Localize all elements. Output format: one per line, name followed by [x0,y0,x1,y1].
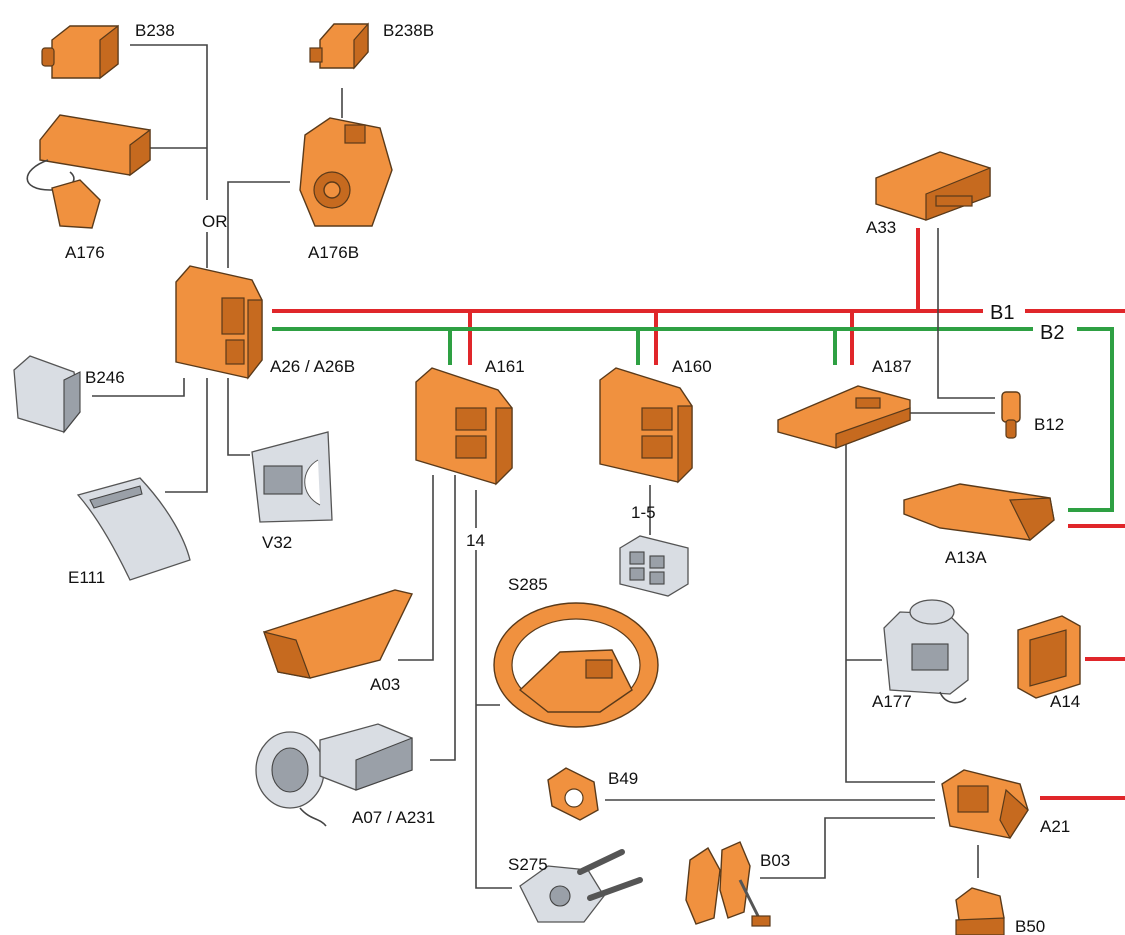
component-a14[interactable] [1018,616,1080,698]
component-a176b[interactable] [300,118,392,226]
label-a21: A21 [1040,817,1070,836]
component-b03[interactable] [686,842,770,926]
label-a161: A161 [485,357,525,376]
component-b50[interactable] [956,888,1004,935]
component-b238[interactable] [42,26,118,78]
label-or: OR [202,212,228,231]
label-a13a: A13A [945,548,987,567]
component-v32[interactable] [252,432,332,522]
label-b238b: B238B [383,21,434,40]
component-a160[interactable] [600,368,692,482]
label-b50: B50 [1015,917,1045,935]
label-a14: A14 [1050,692,1080,711]
b1-label: B1 [990,302,1014,324]
label-b12: B12 [1034,415,1064,434]
b2-label: B2 [1040,322,1064,344]
label-a176: A176 [65,243,105,262]
component-switch-block[interactable] [620,536,688,596]
component-e111[interactable] [78,478,190,580]
label-b246: B246 [85,368,125,387]
label-s285: S285 [508,575,548,594]
label-range: 1-5 [631,503,656,522]
component-a13a[interactable] [904,484,1054,540]
component-a33[interactable] [876,152,990,220]
label-a187: A187 [872,357,912,376]
component-a177[interactable] [884,600,968,703]
component-b12[interactable] [1002,392,1020,438]
label-a26: A26 / A26B [270,357,355,376]
label-e111: E111 [68,568,105,587]
component-a176[interactable] [27,115,150,228]
component-a03[interactable] [264,590,412,678]
label-a03: A03 [370,675,400,694]
component-a187[interactable] [778,386,910,448]
component-a161[interactable] [416,368,512,484]
label-s275: S275 [508,855,548,874]
label-a33: A33 [866,218,896,237]
label-b03: B03 [760,851,790,870]
component-a26[interactable] [176,266,262,378]
label-v32: V32 [262,533,292,552]
label-b238: B238 [135,21,175,40]
component-s285[interactable] [494,603,658,727]
label-a07: A07 / A231 [352,808,435,827]
label-a177: A177 [872,692,912,711]
signal-wires [92,45,995,888]
component-b49[interactable] [548,768,598,820]
component-a21[interactable] [942,770,1028,838]
label-a160: A160 [672,357,712,376]
label-14: 14 [466,531,485,550]
component-b238b[interactable] [310,24,368,68]
component-b246[interactable] [14,356,80,432]
label-a176b: A176B [308,243,359,262]
label-b49: B49 [608,769,638,788]
